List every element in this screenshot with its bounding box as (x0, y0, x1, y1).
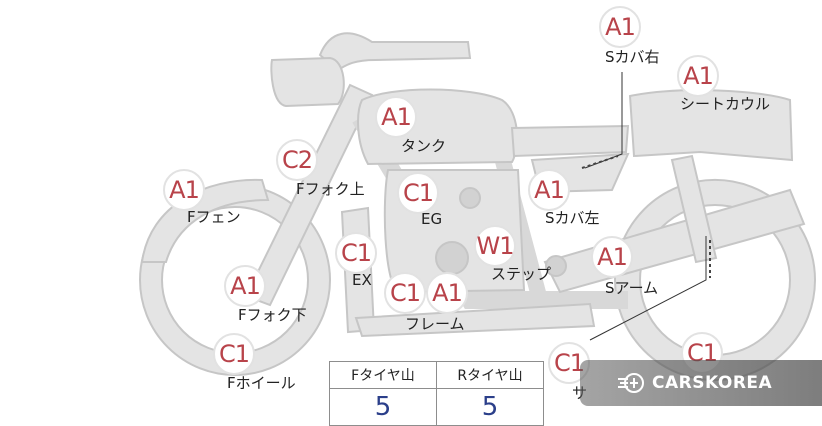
marker-seat-cowl-badge: A1 (677, 55, 719, 97)
marker-exhaust-label: EX (352, 271, 372, 289)
marker-tank-label: タンク (401, 137, 447, 155)
marker-tank-badge: A1 (375, 96, 417, 138)
marker-fork-lower-label: Fフォク下 (238, 306, 307, 324)
marker-exhaust-badge: C1 (335, 232, 377, 274)
marker-front-wheel-badge: C1 (213, 333, 255, 375)
marker-engine-badge: C1 (397, 172, 439, 214)
rear-tire-value: 5 (436, 388, 544, 426)
marker-step-label: ステップ (491, 265, 552, 283)
marker-step-badge: W1 (474, 225, 516, 267)
marker-frame-c1-badge: C1 (384, 272, 426, 314)
marker-front-wheel-label: Fホイール (227, 374, 296, 392)
marker-seat-cowl-label: シートカウル (680, 95, 771, 113)
marker-fork-upper-badge: C2 (276, 139, 318, 181)
front-tire-value: 5 (329, 388, 437, 426)
marker-engine-label: EG (421, 210, 443, 228)
tire-tread-table: Fタイヤ山 Rタイヤ山 5 5 (329, 361, 544, 426)
carskorea-logo-icon (618, 373, 644, 393)
seat (510, 124, 630, 158)
marker-fork-lower-badge: A1 (224, 265, 266, 307)
front-fender (140, 178, 270, 263)
carskorea-watermark: CARSKOREA (580, 360, 822, 406)
marker-s-cover-right-badge: A1 (599, 6, 641, 48)
marker-front-fender-badge: A1 (163, 169, 205, 211)
marker-s-cover-left-label: Sカバ左 (545, 209, 600, 227)
seat-cowl (628, 89, 794, 162)
headlight (270, 56, 345, 108)
marker-s-cover-right-label: Sカバ右 (605, 48, 660, 66)
marker-swing-arm-label: Sアーム (605, 279, 659, 297)
rear-tire-header: Rタイヤ山 (436, 361, 544, 389)
marker-frame-label: フレーム (405, 315, 465, 333)
watermark-text: CARSKOREA (652, 373, 773, 393)
marker-s-cover-left-badge: A1 (528, 169, 570, 211)
marker-fork-upper-label: Fフォク上 (296, 180, 365, 198)
front-tire-header: Fタイヤ山 (329, 361, 437, 389)
marker-swing-arm-badge: A1 (591, 236, 633, 278)
handlebar (318, 32, 472, 72)
front-fork (244, 83, 374, 307)
marker-front-fender-label: Fフェン (187, 208, 241, 226)
step (435, 241, 469, 275)
marker-frame-badge: A1 (426, 272, 468, 314)
